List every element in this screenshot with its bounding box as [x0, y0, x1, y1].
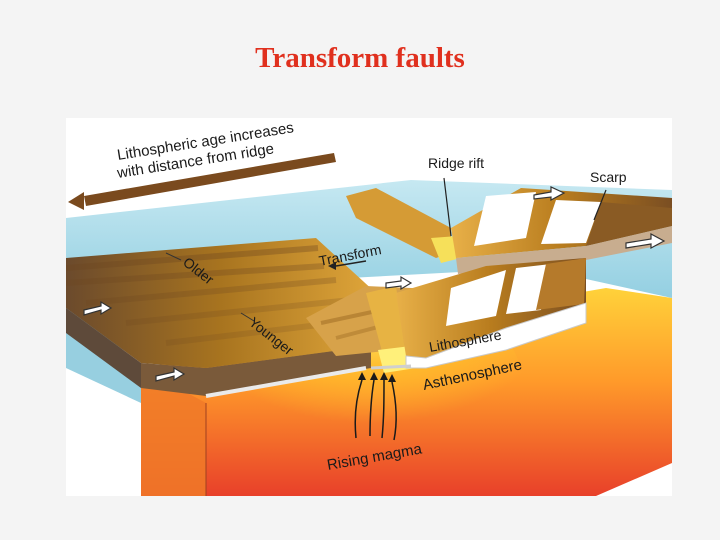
slab-edge [371, 366, 411, 368]
ridge-rift-label: Ridge rift [428, 155, 484, 171]
scarp-label: Scarp [590, 169, 627, 185]
transform-fault-diagram: Lithospheric age increases with distance… [66, 118, 672, 496]
slide-title: Transform faults [0, 42, 720, 75]
